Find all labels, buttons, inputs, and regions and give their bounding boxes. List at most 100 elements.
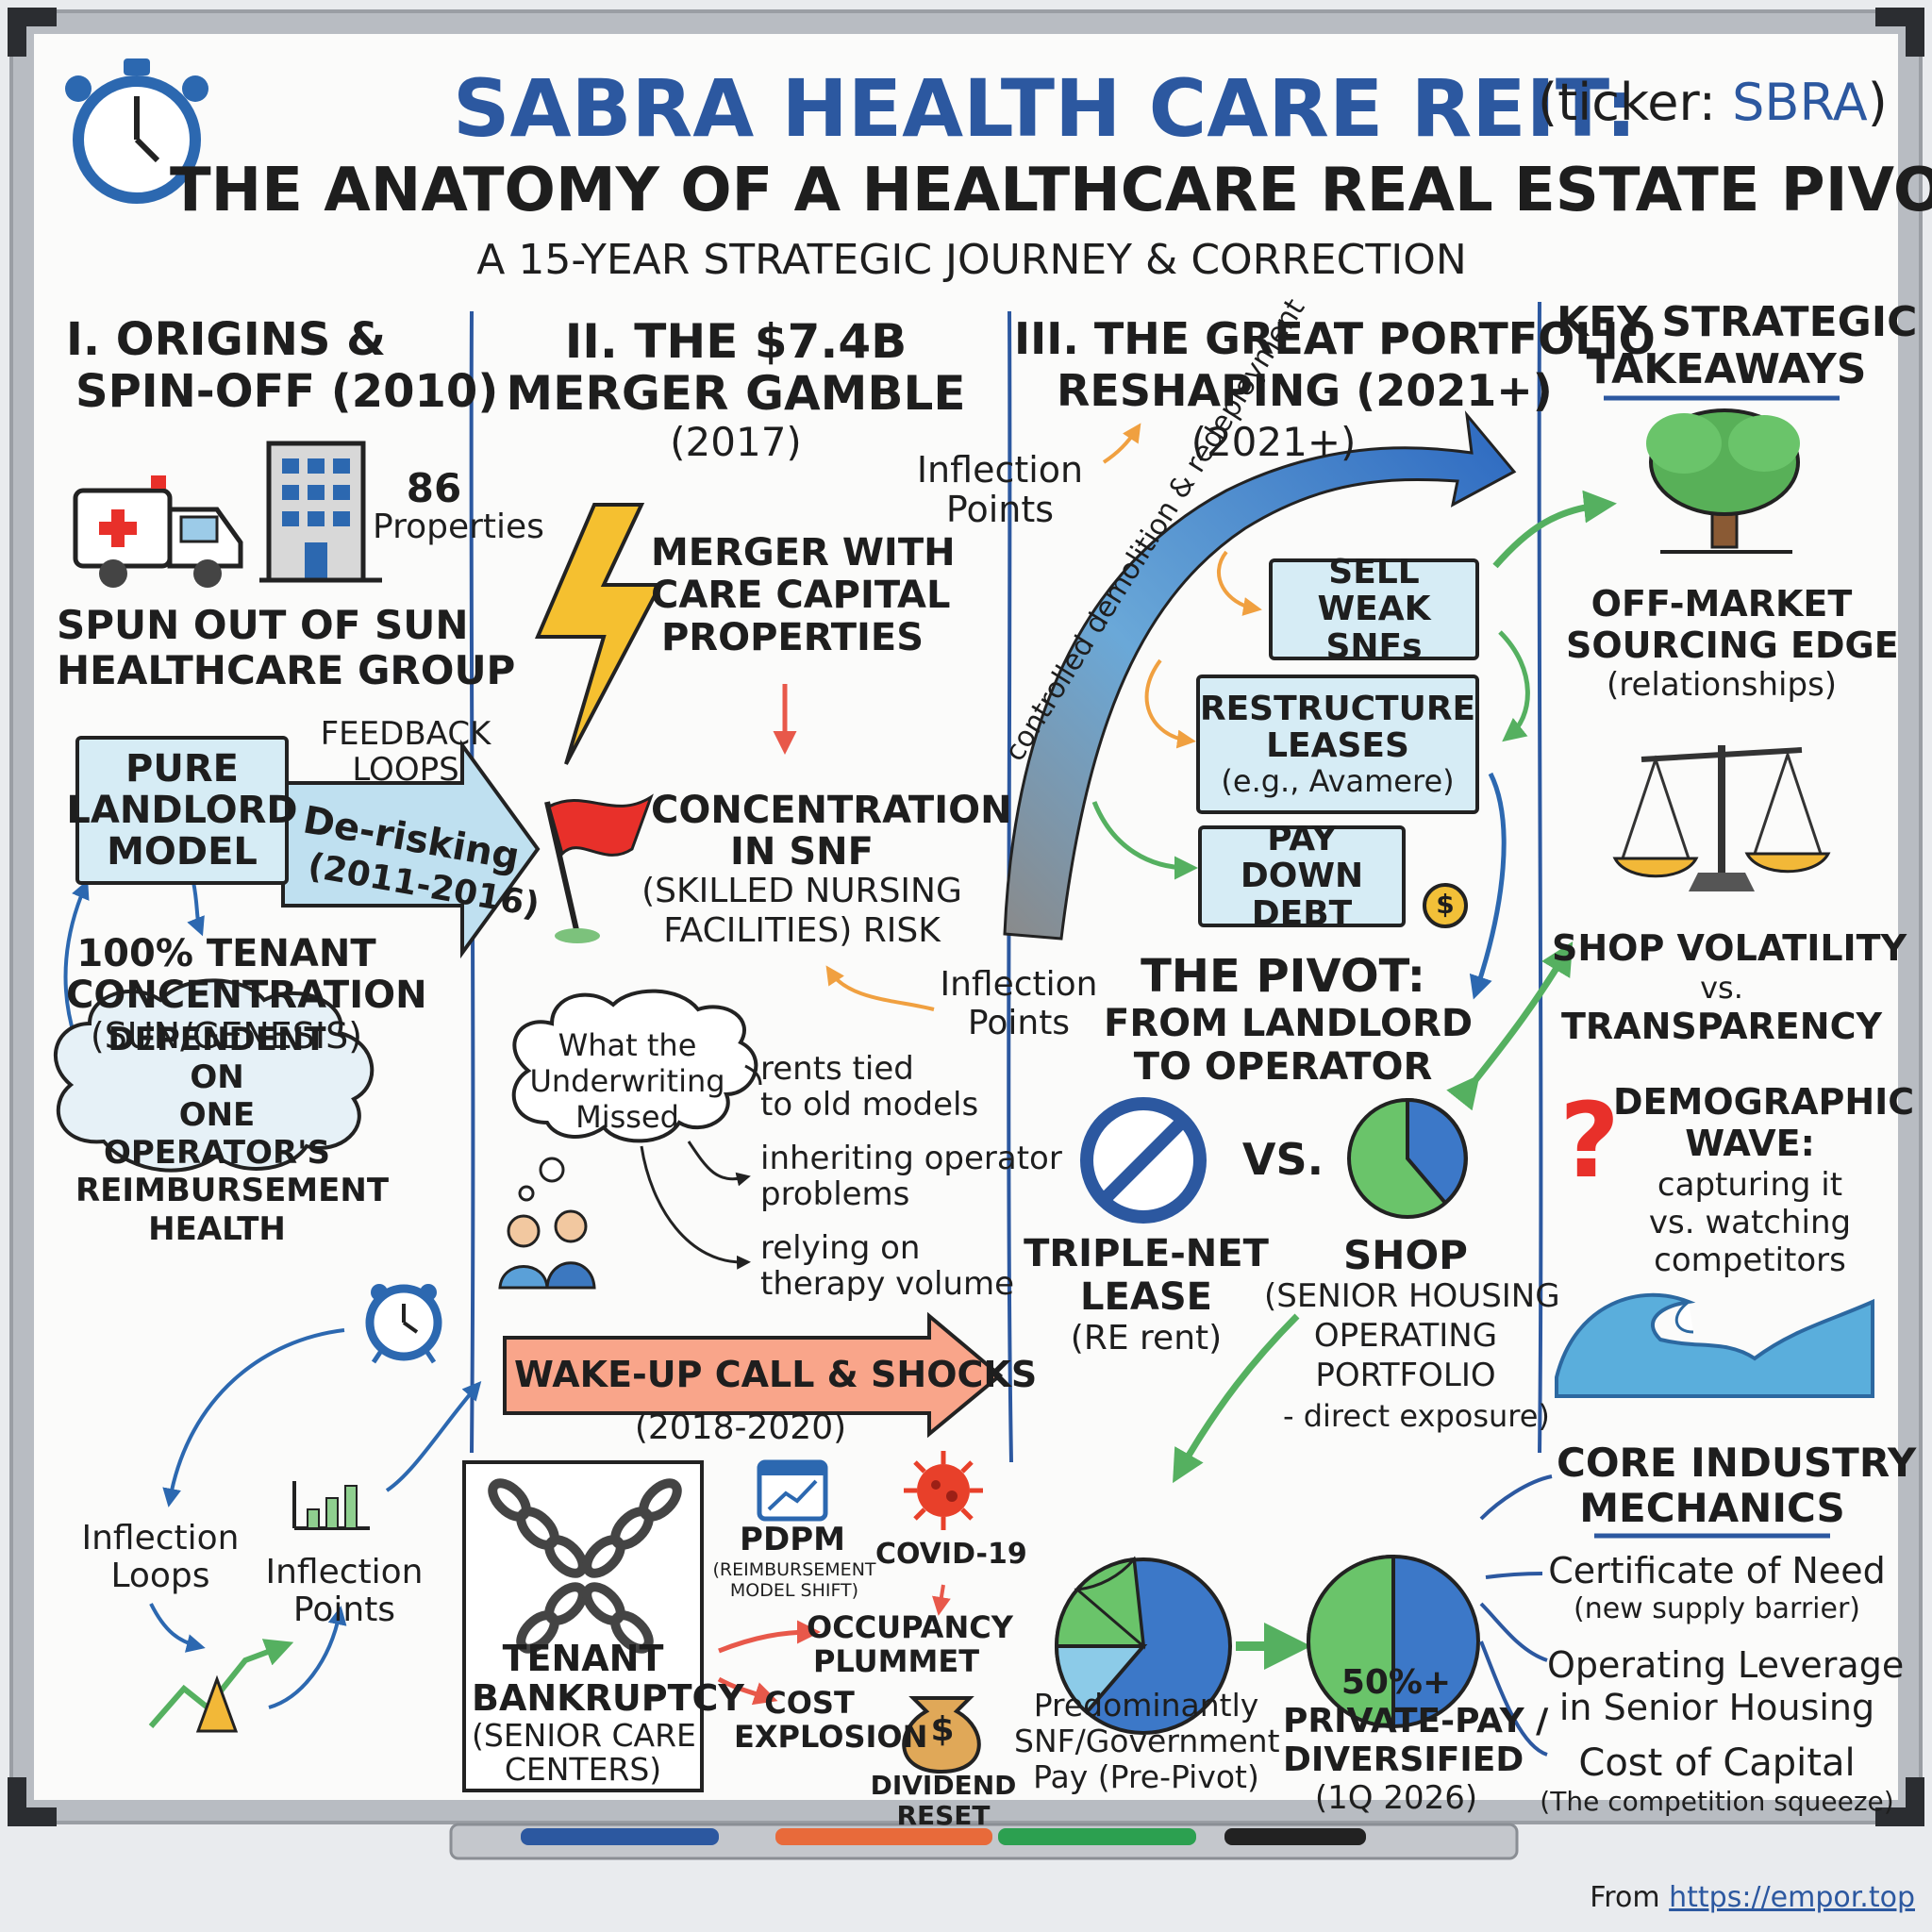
blue-marker [521, 1828, 719, 1845]
cloud-line3: REIMBURSEMENT [75, 1172, 390, 1210]
takeaways-heading-line2: TAKEAWAYS [1586, 345, 1867, 393]
coin-dollar-sign: $ [1436, 889, 1455, 920]
certificate-of-need-line1: Certificate of Need [1548, 1550, 1886, 1591]
green-marker [998, 1828, 1196, 1845]
off-market-line3: (relationships) [1606, 666, 1838, 704]
section2-heading-line1: II. THE $7.4B [564, 314, 908, 369]
shop-line1: SHOP [1343, 1232, 1468, 1278]
inflection-points-s1-line2: Points [292, 1591, 396, 1629]
bar-chart-icon [292, 1481, 370, 1530]
prohibited-icon [1080, 1097, 1207, 1224]
merger-line1: MERGER WITH [651, 531, 956, 575]
section3-heading-line1: III. THE GREAT PORTFOLIO [1014, 313, 1656, 364]
triple-net-line1: TRIPLE-NET [1024, 1232, 1269, 1275]
tenant-concentration-line1: 100% TENANT [76, 932, 376, 975]
orange-marker [775, 1828, 992, 1845]
spun-out-line1: SPUN OUT OF SUN [57, 602, 469, 648]
footer-link[interactable]: https://empor.top [1669, 1881, 1915, 1914]
model-line2: LANDLORD [66, 789, 298, 832]
restructure-line3: (e.g., Avamere) [1221, 763, 1455, 799]
demographic-line3: capturing it [1657, 1166, 1843, 1204]
bankruptcy-line4: CENTERS) [504, 1751, 662, 1788]
tree-icon [1646, 408, 1800, 554]
post-pivot-line3: DIVERSIFIED [1283, 1740, 1524, 1779]
healthcare-workers-icon [498, 1209, 596, 1290]
footer-from: From [1590, 1881, 1670, 1914]
dividend-reset-line1: DIVIDEND [870, 1770, 1017, 1801]
snf-risk-line3: (SKILLED NURSING [641, 872, 962, 910]
spun-out-line2: HEALTHCARE GROUP [57, 647, 516, 693]
tenant-concentration-line3: (SUN/GENESIS) [90, 1015, 363, 1057]
occupancy-line2: PLUMMET [812, 1643, 980, 1679]
broken-chains-icon [488, 1478, 682, 1654]
cost-of-capital-line2: (The competition squeeze) [1540, 1786, 1894, 1817]
section1-heading-line2: SPIN-OFF (2010) [75, 365, 499, 418]
cloud-line2: ONE OPERATOR'S [103, 1096, 331, 1173]
ticker-suffix: ) [1867, 73, 1888, 132]
sell-line1: SELL [1328, 552, 1420, 591]
shop-line4: PORTFOLIO [1315, 1357, 1496, 1394]
property-label: Properties [373, 508, 544, 546]
operating-leverage-line2: in Senior Housing [1558, 1687, 1875, 1728]
triple-net-line3: (RE rent) [1070, 1319, 1223, 1357]
footer-credit: From https://empor.top [1585, 1881, 1915, 1914]
pay-down-debt-box: PAY DOWN DEBT [1198, 820, 1406, 932]
feedback-loops-line1: FEEDBACK [320, 715, 491, 753]
core-mechanics-line1: CORE INDUSTRY [1557, 1440, 1917, 1486]
missed-item1-line1: rents tied [760, 1050, 914, 1088]
thought-line3: Missed [575, 1098, 679, 1135]
ticker-prefix: (ticker: [1538, 73, 1733, 132]
de-risking-arrow [281, 739, 541, 959]
shop-volatility-line1: SHOP VOLATILITY [1552, 927, 1907, 969]
wake-up-call-label: WAKE-UP CALL & SHOCKS [514, 1354, 1038, 1395]
ticker-label: (ticker: SBRA) [1538, 73, 1888, 132]
stopwatch-icon [65, 58, 208, 204]
takeaways-heading-line1: KEY STRATEGIC [1557, 298, 1918, 346]
missed-item3-line2: therapy volume [760, 1265, 1015, 1303]
section3-heading-line2: RESHAPING (2021+) [1057, 365, 1553, 416]
shop-pie-icon [1347, 1097, 1468, 1219]
post-pivot-pie-chart [1307, 1554, 1480, 1729]
underwriting-thought-text: What the Underwriting Missed [524, 1027, 731, 1135]
restructure-leases-box: RESTRUCTURE LEASES (e.g., Avamere) [1196, 675, 1479, 814]
section2-heading-line2: MERGER GAMBLE [506, 366, 966, 421]
ambulance-icon [73, 475, 243, 588]
calendar-chart-icon [757, 1459, 828, 1522]
off-market-line1: OFF-MARKET [1591, 583, 1853, 625]
black-marker [1224, 1828, 1366, 1845]
property-count: 86 [406, 465, 462, 511]
feedback-loops-line2: LOOPS [352, 751, 459, 789]
pre-pivot-pie-chart [1054, 1556, 1232, 1735]
snf-risk-line4: FACILITIES) RISK [663, 911, 941, 950]
shop-volatility-line2: vs. [1700, 970, 1743, 1006]
tenant-concentration-line2: CONCENTRATION [66, 974, 427, 1017]
scales-icon [1612, 745, 1831, 891]
pdpm-sub-line2: MODEL SHIFT) [729, 1580, 859, 1601]
restructure-line2: LEASES [1266, 726, 1409, 766]
pre-pivot-line1: Predominantly [1033, 1687, 1259, 1724]
model-line3: MODEL [107, 830, 258, 874]
coin-icon [1423, 883, 1468, 928]
debt-line1: PAY DOWN [1240, 819, 1364, 896]
trend-chart-icon [148, 1639, 294, 1733]
post-pivot-line4: (1Q 2026) [1314, 1779, 1478, 1817]
wake-up-call-years: (2018-2020) [634, 1408, 847, 1447]
cost-of-capital-line1: Cost of Capital [1578, 1741, 1856, 1785]
covid-label: COVID-19 [875, 1538, 1027, 1571]
core-mechanics-line2: MECHANICS [1579, 1485, 1845, 1531]
thought-line2: Underwriting [529, 1062, 725, 1099]
wave-icon [1555, 1292, 1874, 1398]
missed-item2-line2: problems [760, 1175, 910, 1213]
triple-net-line2: LEASE [1080, 1275, 1212, 1319]
shop-line5: - direct exposure) [1283, 1398, 1550, 1434]
inflection-points-s3-line1: Inflection [916, 449, 1084, 491]
pdpm-label: PDPM [740, 1521, 845, 1558]
inflection-loops-line1: Inflection [81, 1519, 240, 1557]
cost-explosion-line2: EXPLOSION [734, 1719, 928, 1755]
thought-line1: What the [558, 1027, 697, 1063]
pivot-line1: THE PIVOT: [1141, 950, 1425, 1003]
occupancy-line1: OCCUPANCY [807, 1609, 1013, 1645]
certificate-of-need-line2: (new supply barrier) [1574, 1592, 1860, 1625]
missed-item2-line1: inheriting operator [760, 1140, 1062, 1177]
